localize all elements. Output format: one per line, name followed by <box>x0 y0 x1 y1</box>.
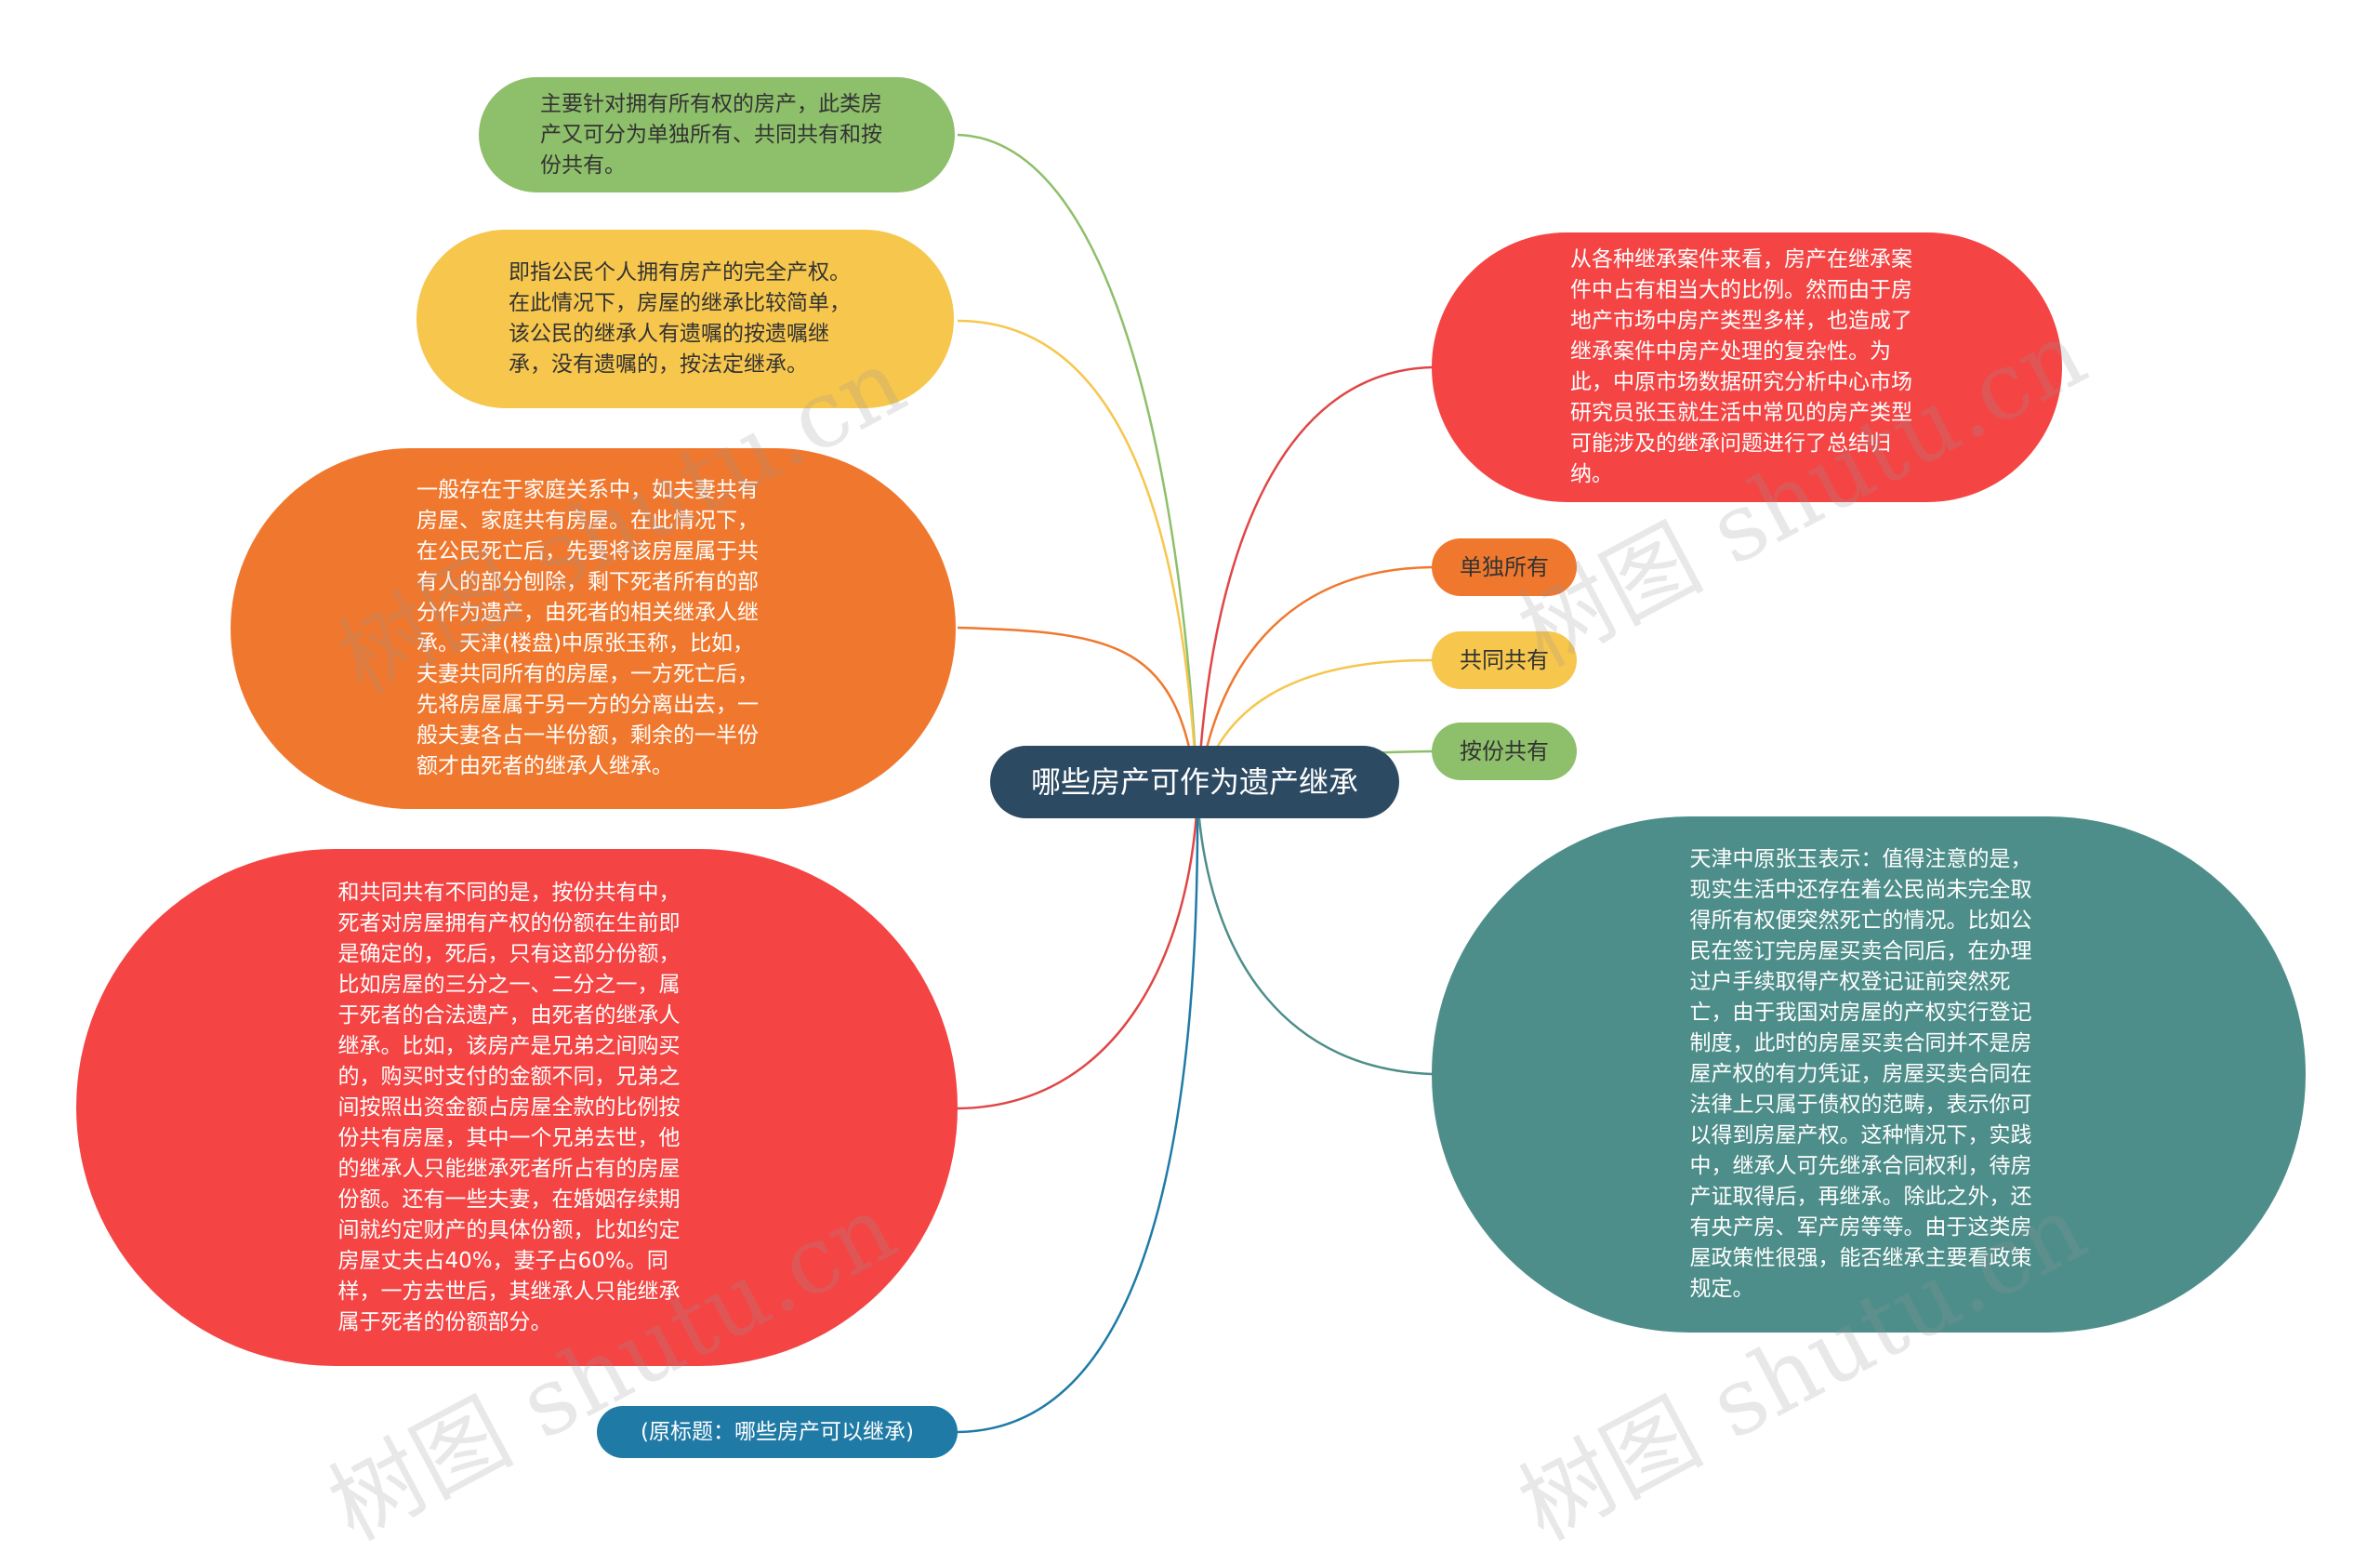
connector-right-5 <box>1196 797 1433 1076</box>
source-note-text: (原标题：哪些房产可以继承) <box>641 1420 914 1444</box>
left-node-share-ownership[interactable]: 和共同共有不同的是，按份共有中，死者对房屋拥有产权的份额在生前即是确定的，死后，… <box>76 849 958 1366</box>
central-topic[interactable]: 哪些房产可作为遗产继承 <box>990 746 1399 818</box>
left-node-sole-ownership-text: 即指公民个人拥有房产的完全产权。在此情况下，房屋的继承比较简单，该公民的继承人有… <box>509 260 851 377</box>
left-node-sole-ownership[interactable]: 即指公民个人拥有房产的完全产权。在此情况下，房屋的继承比较简单，该公民的继承人有… <box>416 230 954 408</box>
right-tag-joint-label: 共同共有 <box>1460 647 1549 673</box>
right-tag-sole[interactable]: 单独所有 <box>1432 538 1577 596</box>
right-node-contract-text: 天津中原张玉表示：值得注意的是，现实生活中还存在着公民尚未完全取得所有权便突然死… <box>1689 847 2032 1301</box>
right-tag-share[interactable]: 按份共有 <box>1432 723 1577 780</box>
left-node-ownership-types[interactable]: 主要针对拥有所有权的房产，此类房产又可分为单独所有、共同共有和按份共有。 <box>479 77 955 192</box>
connector-left-1 <box>957 133 1199 799</box>
connector-right-1 <box>1196 365 1433 799</box>
left-node-share-ownership-text: 和共同共有不同的是，按份共有中，死者对房屋拥有产权的份额在生前即是确定的，死后，… <box>337 880 681 1334</box>
connector-left-2 <box>957 319 1199 799</box>
right-node-intro[interactable]: 从各种继承案件来看，房产在继承案件中占有相当大的比例。然而由于房地产市场中房产类… <box>1432 232 2062 502</box>
source-note[interactable]: (原标题：哪些房产可以继承) <box>597 1406 958 1458</box>
right-tag-joint[interactable]: 共同共有 <box>1432 631 1577 689</box>
left-node-ownership-types-text: 主要针对拥有所有权的房产，此类房产又可分为单独所有、共同共有和按份共有。 <box>540 91 882 178</box>
left-node-joint-ownership[interactable]: 一般存在于家庭关系中，如夫妻共有房屋、家庭共有房屋。在此情况下，在公民死亡后，先… <box>231 448 956 809</box>
right-tag-share-label: 按份共有 <box>1460 738 1549 764</box>
left-node-joint-ownership-text: 一般存在于家庭关系中，如夫妻共有房屋、家庭共有房屋。在此情况下，在公民死亡后，先… <box>416 478 759 778</box>
right-node-contract[interactable]: 天津中原张玉表示：值得注意的是，现实生活中还存在着公民尚未完全取得所有权便突然死… <box>1432 816 2306 1333</box>
connector-left-5 <box>957 797 1199 1434</box>
connector-left-3 <box>957 626 1199 799</box>
right-node-intro-text: 从各种继承案件来看，房产在继承案件中占有相当大的比例。然而由于房地产市场中房产类… <box>1570 247 1912 486</box>
central-topic-label: 哪些房产可作为遗产继承 <box>1030 764 1358 800</box>
right-tag-sole-label: 单独所有 <box>1460 554 1549 580</box>
connector-left-4 <box>957 797 1199 1110</box>
connector-lines <box>957 133 1433 1434</box>
